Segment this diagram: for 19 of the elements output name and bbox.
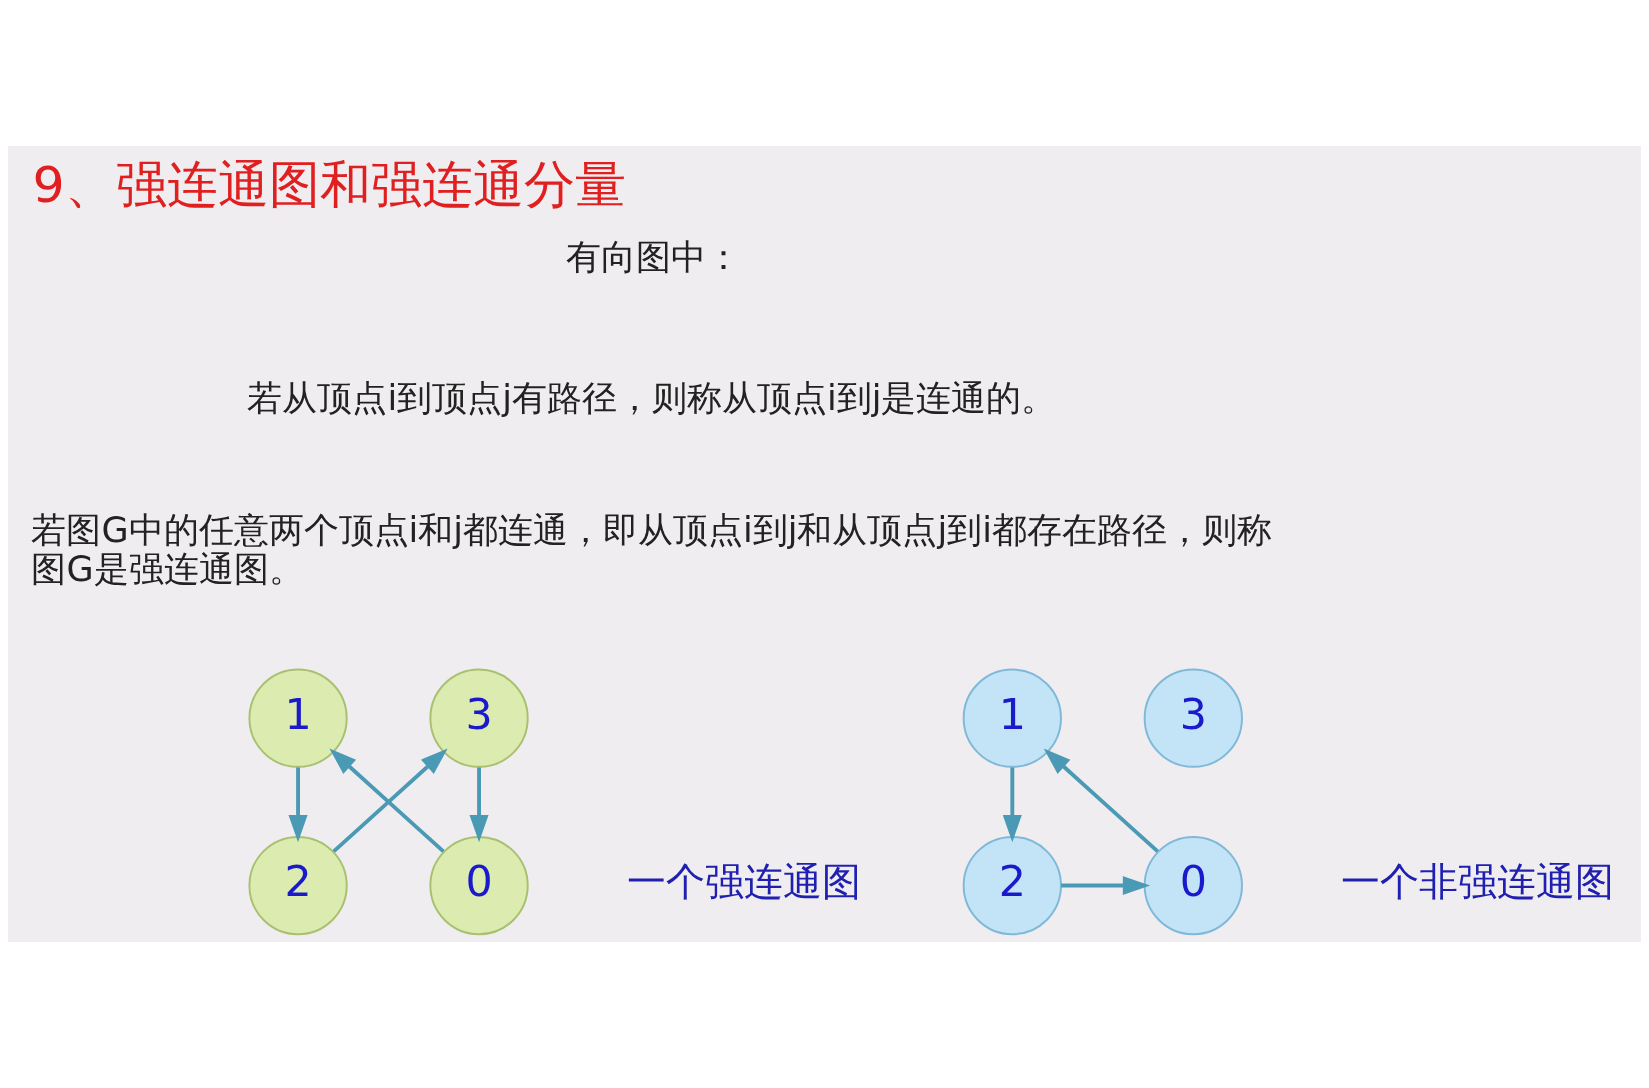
node-circle: 0 <box>1143 835 1243 936</box>
arrow <box>469 767 489 843</box>
arrow <box>288 767 308 843</box>
arrow <box>1002 767 1022 843</box>
node-circle: 1 <box>248 668 348 768</box>
node-circle: 3 <box>1143 668 1243 768</box>
diagram-title: 9、强连通图和强连通分量 <box>32 155 626 215</box>
arrow <box>1043 748 1159 853</box>
node-circle: 3 <box>429 668 529 768</box>
node-circle: 1 <box>962 668 1062 768</box>
label: 有向图中： <box>565 236 741 278</box>
arrow <box>1061 876 1151 896</box>
node-circle: 2 <box>248 835 348 936</box>
label: 若从顶点i到顶点j有路径，则称从顶点i到j是连通的。 <box>247 376 1057 418</box>
label: 一个强连通图 <box>626 859 861 905</box>
node-circle: 0 <box>429 835 529 936</box>
label: 若图G中的任意两个顶点i和j都连通，即从顶点i到j和从顶点j到i都存在路径，则称图G是强连通图。 <box>31 508 1272 589</box>
label: 一个非强连通图 <box>1341 859 1615 905</box>
node-circle: 2 <box>962 835 1062 936</box>
